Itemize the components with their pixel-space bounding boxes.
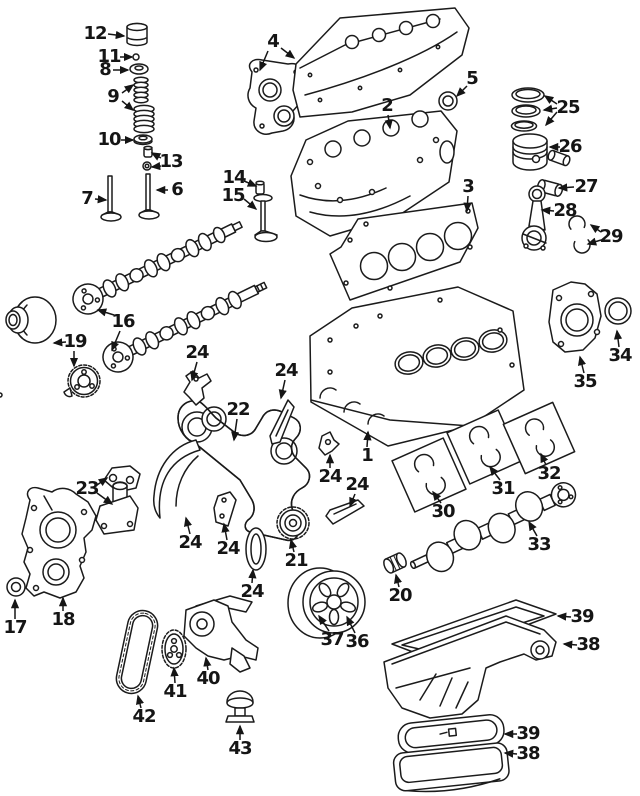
crank-pulley-19 bbox=[5, 296, 57, 344]
rear-seal-housing-35 bbox=[548, 281, 602, 353]
spring-retainer-8 bbox=[129, 63, 149, 75]
valve-cover-4 bbox=[292, 7, 470, 118]
camshaft-gear-19 bbox=[63, 364, 101, 398]
oil-strainer-43 bbox=[225, 690, 255, 723]
engine-block-1 bbox=[0, 286, 525, 447]
exhaust-valve-7 bbox=[100, 175, 122, 222]
valve-springs-9 bbox=[133, 76, 155, 134]
bearing-set-30 bbox=[391, 437, 467, 513]
valve-cover-gasket-4 bbox=[247, 58, 305, 135]
head-gasket-3 bbox=[329, 202, 479, 301]
camshaft-exhaust-16 bbox=[102, 281, 268, 373]
rod-bearings-29 bbox=[568, 215, 591, 254]
idler-sprocket-21 bbox=[276, 506, 310, 540]
spring-seat-10 bbox=[133, 134, 153, 146]
chain-guide-24-g bbox=[245, 527, 267, 571]
oil-cap-seal-5 bbox=[438, 91, 458, 111]
chain-guide-24-e bbox=[153, 439, 201, 519]
chain-guide-24-c bbox=[318, 431, 340, 456]
valve-lifter-12 bbox=[126, 22, 148, 47]
timing-cover-18 bbox=[21, 486, 97, 599]
upper-oil-pan-38 bbox=[383, 615, 557, 719]
rear-main-seal-34 bbox=[604, 297, 632, 325]
valve-keeper-11 bbox=[132, 53, 140, 61]
bearing-set-32 bbox=[502, 401, 576, 475]
chain-guide-24-f bbox=[213, 491, 237, 527]
valve-seals-13 bbox=[142, 145, 153, 171]
chain-guide-24-b bbox=[269, 399, 295, 445]
cylinder-head-2 bbox=[290, 110, 458, 237]
piston-rings-25 bbox=[510, 87, 545, 132]
piston-26 bbox=[512, 133, 571, 171]
connecting-rod-28 bbox=[521, 185, 547, 251]
chain-guide-24-a bbox=[183, 370, 212, 406]
timing-chain-22 bbox=[177, 400, 311, 542]
pump-sprocket-41 bbox=[161, 629, 187, 669]
oil-pump-40 bbox=[183, 595, 259, 673]
oil-pump-chain-42 bbox=[115, 609, 159, 695]
lower-oil-pan-38 bbox=[392, 742, 510, 793]
crankshaft-33 bbox=[409, 482, 577, 573]
camshaft-intake-16 bbox=[72, 221, 243, 315]
valve-adjuster-14-15 bbox=[253, 180, 278, 243]
intake-valve-6 bbox=[138, 173, 160, 220]
chain-tensioner-23 bbox=[95, 481, 139, 535]
crank-hub-20 bbox=[383, 552, 407, 574]
cam-sprockets bbox=[181, 406, 298, 465]
chain-guide-24-d bbox=[325, 499, 365, 525]
crank-seal-17 bbox=[6, 577, 26, 597]
crank-damper-36-37 bbox=[287, 567, 366, 639]
